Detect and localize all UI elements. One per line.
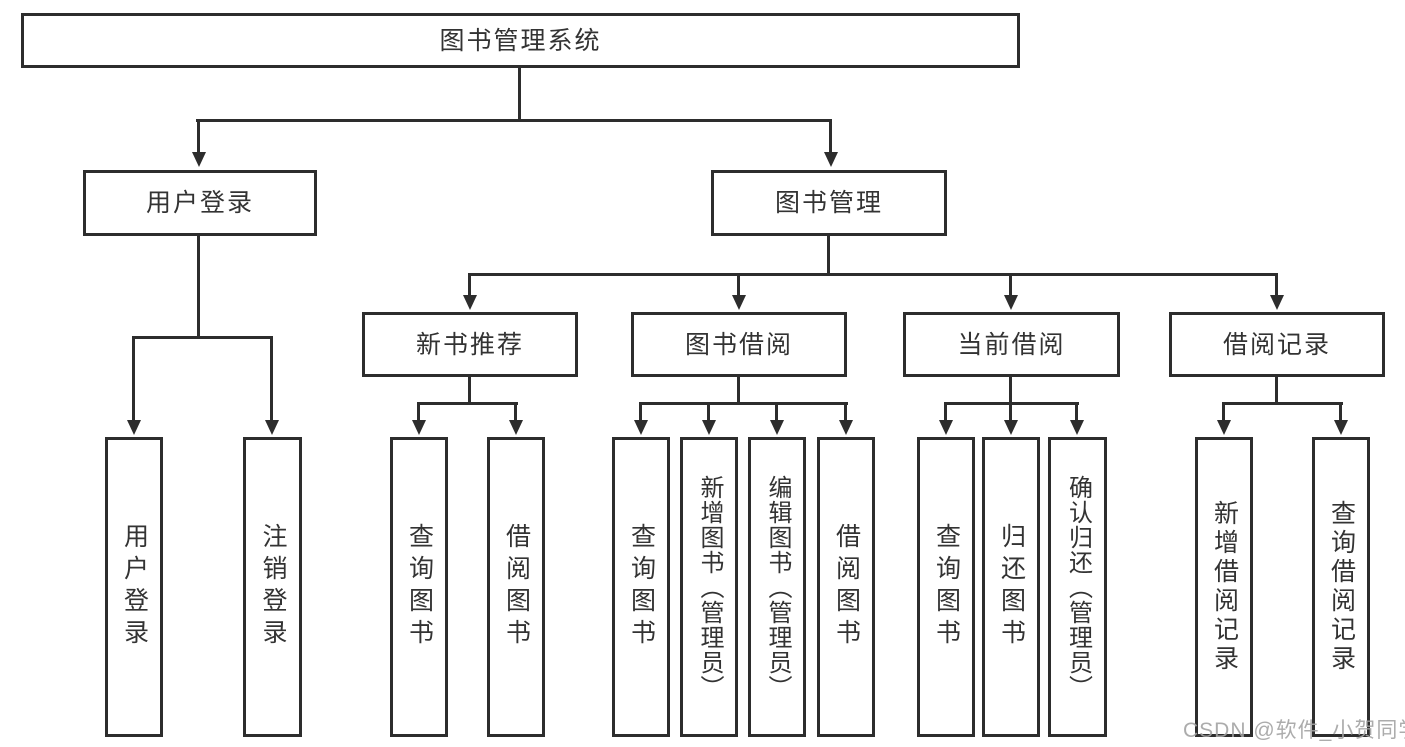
leaf-user-login: 用户登录: [105, 437, 163, 737]
leaf-return-books: 归还图书: [982, 437, 1040, 737]
leaf-add-book-admin: 新增图书（管理员）: [680, 437, 738, 737]
leaf-logout-label: 注销登录: [259, 523, 287, 651]
leaf-confirm-return-admin: 确认归还（管理员）: [1048, 437, 1107, 737]
leaf-borrowing-borrow-books: 借阅图书: [817, 437, 875, 737]
connector-root-stem: [518, 68, 521, 122]
node-borrowing-records-label: 借阅记录: [1222, 330, 1331, 359]
arrow-to-leaf-logout: [270, 336, 273, 421]
leaf-add-borrow-record: 新增借阅记录: [1195, 437, 1253, 737]
connector-group1-stem: [468, 377, 471, 405]
connector-group2-stem: [737, 377, 740, 405]
connector-book-management-stem: [827, 236, 830, 276]
connector-root-bus: [196, 119, 832, 122]
node-book-management-label: 图书管理: [774, 189, 883, 217]
leaf-user-login-label: 用户登录: [120, 523, 149, 651]
arrow-group1-borrow-books: [514, 402, 517, 421]
connector-group3-stem: [1009, 377, 1012, 405]
arrow-group2-borrow-books: [844, 402, 847, 421]
leaf-current-query-books: 查询图书: [917, 437, 975, 737]
leaf-recommend-query-books: 查询图书: [390, 437, 448, 737]
arrow-group4-add-record: [1222, 402, 1225, 421]
arrow-to-current-borrowing: [1009, 273, 1012, 296]
leaf-query-borrow-record: 查询借阅记录: [1312, 437, 1370, 737]
node-root-label: 图书管理系统: [439, 26, 602, 55]
arrow-group2-query-books: [639, 402, 642, 421]
leaf-recommend-borrow-books: 借阅图书: [487, 437, 545, 737]
node-new-book-recommend: 新书推荐: [362, 312, 578, 377]
node-user-login: 用户登录: [83, 170, 317, 236]
leaf-edit-book-admin-label: 编辑图书（管理员）: [764, 474, 791, 700]
arrow-group3-query-books: [944, 402, 947, 421]
node-current-borrowing: 当前借阅: [903, 312, 1120, 377]
node-current-borrowing-label: 当前借阅: [957, 330, 1066, 359]
arrow-group4-query-record: [1339, 402, 1342, 421]
leaf-confirm-return-admin-label: 确认归还（管理员）: [1064, 474, 1092, 700]
connector-group2-bus: [639, 402, 848, 405]
leaf-recommend-borrow-books-label: 借阅图书: [502, 523, 531, 651]
connector-book-management-bus: [468, 273, 1278, 276]
arrow-to-book-management: [829, 119, 832, 153]
leaf-recommend-query-books-label: 查询图书: [405, 523, 434, 651]
arrow-group3-confirm-return: [1075, 402, 1078, 421]
arrow-group1-query-books: [417, 402, 420, 421]
arrow-to-new-book-recommend: [468, 273, 471, 296]
node-book-borrowing: 图书借阅: [631, 312, 847, 377]
connector-user-login-bus: [132, 336, 273, 339]
leaf-logout: 注销登录: [243, 437, 302, 737]
node-root: 图书管理系统: [21, 13, 1020, 68]
arrow-to-book-borrowing: [737, 273, 740, 296]
arrow-to-borrowing-records: [1275, 273, 1278, 296]
connector-user-login-stem: [197, 236, 200, 339]
csdn-watermark: CSDN @软件_小贺同学: [1183, 719, 1405, 742]
leaf-borrowing-query-books: 查询图书: [612, 437, 670, 737]
arrow-group2-add-book: [707, 402, 710, 421]
connector-group1-bus: [417, 402, 518, 405]
leaf-borrowing-query-books-label: 查询图书: [627, 523, 656, 651]
arrow-to-leaf-user-login: [132, 336, 135, 421]
arrow-group3-return-books: [1009, 402, 1012, 421]
leaf-return-books-label: 归还图书: [997, 523, 1026, 651]
node-book-management: 图书管理: [711, 170, 947, 236]
node-borrowing-records: 借阅记录: [1169, 312, 1385, 377]
node-new-book-recommend-label: 新书推荐: [415, 330, 524, 359]
node-book-borrowing-label: 图书借阅: [684, 330, 793, 359]
connector-group4-stem: [1275, 377, 1278, 405]
leaf-edit-book-admin: 编辑图书（管理员）: [748, 437, 806, 737]
leaf-query-borrow-record-label: 查询借阅记录: [1327, 500, 1356, 674]
leaf-borrowing-borrow-books-label: 借阅图书: [832, 523, 861, 651]
leaf-current-query-books-label: 查询图书: [932, 523, 961, 651]
arrow-group2-edit-book: [775, 402, 778, 421]
leaf-add-book-admin-label: 新增图书（管理员）: [696, 474, 723, 700]
connector-group4-bus: [1222, 402, 1343, 405]
arrow-to-user-login: [197, 119, 200, 153]
leaf-add-borrow-record-label: 新增借阅记录: [1210, 500, 1239, 674]
node-user-login-label: 用户登录: [145, 189, 254, 217]
